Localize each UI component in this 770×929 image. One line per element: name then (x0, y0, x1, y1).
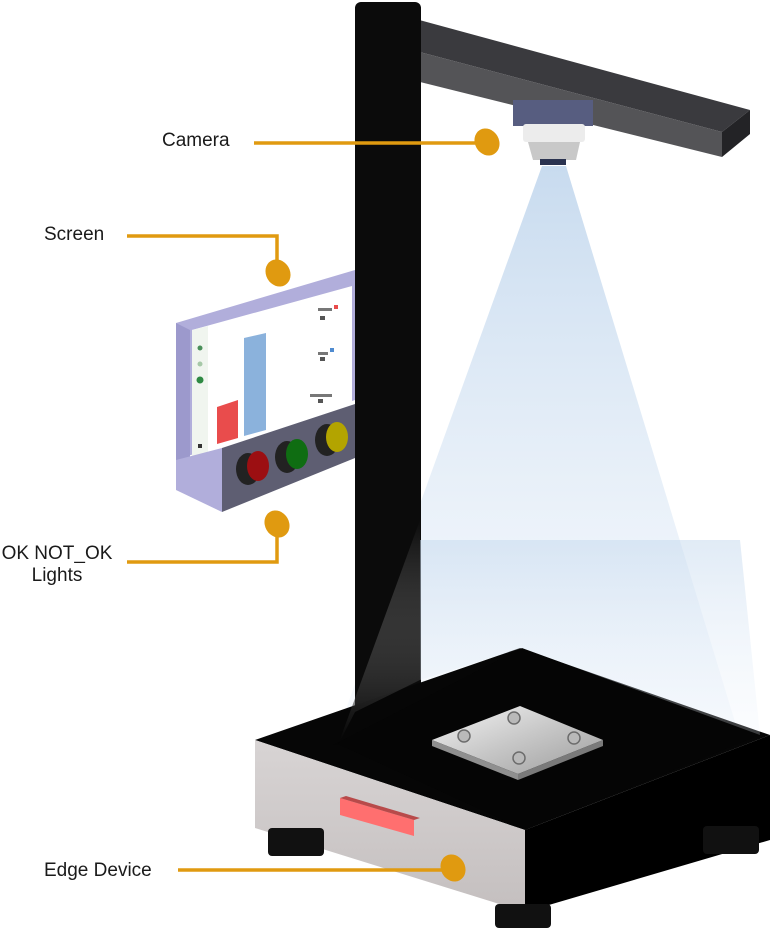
callout-lights-dot (264, 510, 290, 538)
camera (513, 100, 593, 165)
callout-screen-dot (265, 259, 291, 287)
lights-label-line1: OK NOT_OK (1, 543, 113, 564)
status-lights (236, 422, 348, 485)
callout-edge-device-dot (440, 854, 466, 882)
camera-label: Camera (162, 130, 230, 151)
vertical-pillar (355, 2, 421, 742)
screen-bar-blue (244, 333, 266, 436)
edge-device-label: Edge Device (44, 860, 152, 881)
work-plate (432, 706, 603, 780)
light-ok-green (275, 439, 308, 473)
edge-device-indicator (340, 798, 414, 836)
light-not-ok-red (236, 451, 269, 485)
beam-shadow-gradient (420, 540, 760, 735)
callout-camera-dot (474, 128, 500, 156)
screen-bar-red (217, 400, 238, 444)
lights-label: OK NOT_OK Lights (0, 543, 114, 587)
screen-label: Screen (44, 224, 105, 245)
pillar-shadow-gradient (338, 520, 420, 745)
callout-screen (127, 234, 279, 268)
lights-label-line2: Lights (31, 565, 83, 586)
callout-lights (127, 526, 279, 564)
light-yellow (315, 422, 348, 456)
